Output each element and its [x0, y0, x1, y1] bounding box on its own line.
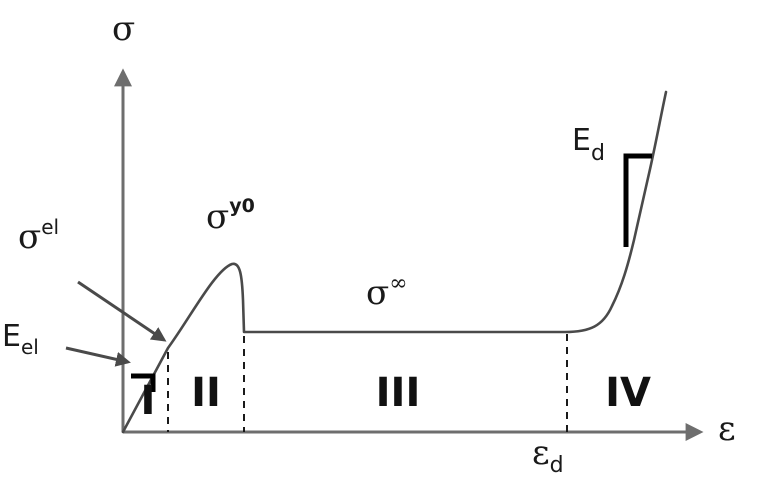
- y-axis-label: σ: [112, 9, 135, 49]
- region-I-label: I: [141, 378, 156, 424]
- E-el-arrow: [65, 346, 131, 367]
- E-el-label: Eel: [2, 319, 39, 359]
- sigma-infinity-label: σ∞: [366, 271, 408, 313]
- region-IV-label: IV: [605, 370, 651, 416]
- sigma-el-label: σel: [18, 215, 59, 257]
- region-II-label: II: [191, 370, 221, 416]
- densification-slope-triangle: [623, 153, 652, 247]
- sigma-el-arrow: [77, 280, 167, 342]
- epsilon-d-label: εd: [532, 433, 564, 478]
- stress-strain-curve: [121, 90, 668, 434]
- E-d-label: Ed: [572, 123, 605, 166]
- sigma-y0-label: σy0: [206, 195, 255, 237]
- region-III-label: III: [376, 370, 421, 416]
- elastic-slope-triangle: [131, 373, 156, 392]
- x-axis-label: ε: [718, 409, 736, 449]
